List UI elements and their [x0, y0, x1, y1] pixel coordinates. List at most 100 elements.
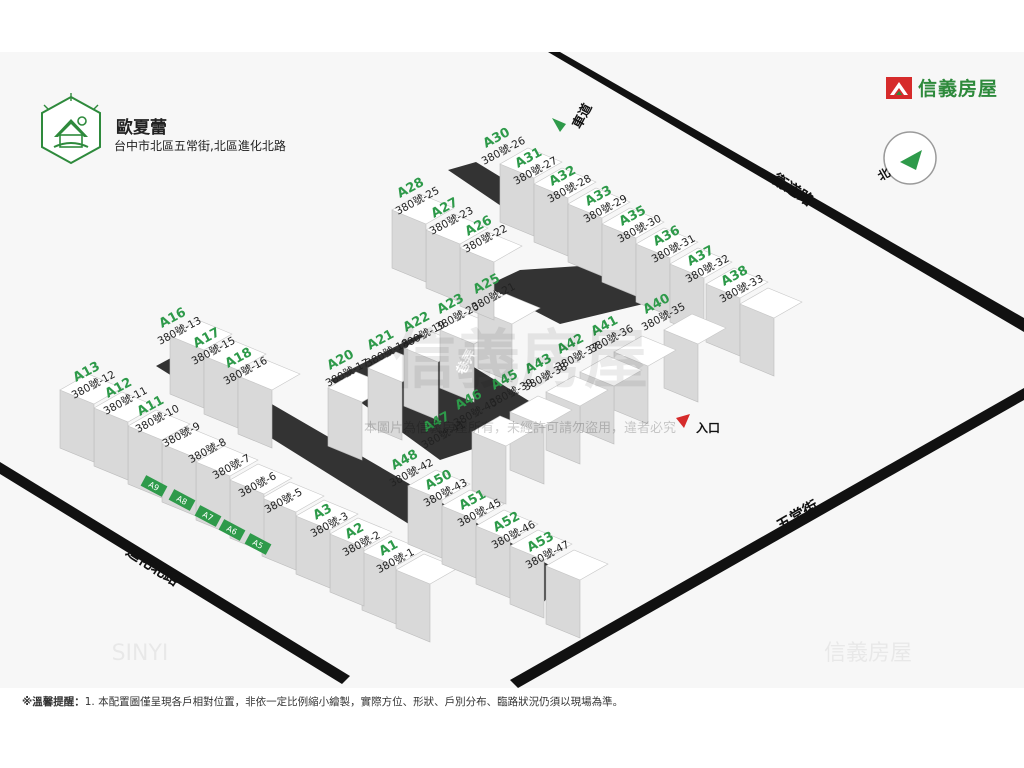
- block-top: [499, 147, 563, 179]
- unit-block: [533, 167, 597, 257]
- road-jinhua: [0, 462, 350, 684]
- block-top: [509, 529, 573, 561]
- unit-block: [635, 227, 699, 317]
- unit-tag-bg: [218, 519, 246, 541]
- unit-tag-label: A9: [147, 480, 161, 493]
- unit-tag: A9: [140, 475, 168, 497]
- block-top: [635, 227, 699, 259]
- unit-block: [295, 499, 359, 589]
- entrance-arrow-icon: [676, 414, 690, 428]
- block-top: [391, 193, 455, 225]
- block-top: [229, 463, 293, 495]
- block-top: [533, 167, 597, 199]
- unit-block: [391, 193, 455, 283]
- unit-block: [739, 287, 803, 377]
- block-top: [441, 489, 505, 521]
- block-top: [663, 313, 727, 345]
- block-top: [127, 409, 191, 441]
- unit-tag: A5: [244, 533, 272, 555]
- block-top: [295, 499, 359, 531]
- unit-block: [545, 549, 609, 639]
- unit-block: [237, 359, 301, 449]
- unit-block: [601, 207, 665, 297]
- block-top: [161, 427, 225, 459]
- block-top: [261, 481, 325, 513]
- block-top: [59, 373, 123, 405]
- block-top: [203, 339, 267, 371]
- block-top: [169, 319, 233, 351]
- block-top: [705, 267, 769, 299]
- unit-block: [499, 147, 563, 237]
- unit-tag-bg: [168, 489, 196, 511]
- block-top: [459, 231, 523, 263]
- unit-block: [459, 231, 523, 321]
- unit-tag: A8: [168, 489, 196, 511]
- unit-tag: A7: [194, 505, 222, 527]
- watermark-corner-bottom: 信義房屋: [824, 641, 912, 666]
- unit-block: [59, 373, 123, 463]
- unit-tag-bg: [244, 533, 272, 555]
- block-top: [601, 207, 665, 239]
- unit-block: [261, 481, 325, 571]
- footer-note-text: 1. 本配置圖僅呈現各戶相對位置，非依一定比例縮小繪製，實際方位、形狀、戶別分布…: [84, 696, 624, 708]
- block-top: [93, 391, 157, 423]
- block-top: [509, 395, 573, 427]
- unit-block: [395, 553, 459, 643]
- sinyi-house-icon: [885, 76, 912, 99]
- footer: ※溫馨提醒：1. 本配置圖僅呈現各戶相對位置，非依一定比例縮小繪製，實際方位、形…: [0, 688, 1024, 768]
- block-top: [407, 469, 471, 501]
- unit-block: [169, 319, 233, 409]
- unit-block: [203, 339, 267, 429]
- unit-tag-label: A7: [201, 510, 215, 523]
- unit-block: [329, 517, 393, 607]
- project-name: 歐夏蕾: [116, 118, 167, 138]
- north-arrow-icon: [900, 150, 922, 170]
- unit-tag: A6: [218, 519, 246, 541]
- block-top: [579, 355, 643, 387]
- block-top: [237, 359, 301, 391]
- block-top: [613, 335, 677, 367]
- watermark-notice: 本圖片為信義房屋所有，未經許可請勿盜用，違者必究: [364, 420, 676, 436]
- project-address: 台中市北區五常街,北區進化北路: [114, 139, 286, 153]
- block-top: [471, 415, 535, 447]
- community-badge-icon: [41, 93, 101, 165]
- unit-block: [509, 529, 573, 619]
- block-top: [195, 445, 259, 477]
- road-label: 進化北路: [123, 542, 184, 590]
- block-top: [669, 247, 733, 279]
- footer-note: ※溫馨提醒：1. 本配置圖僅呈現各戶相對位置，非依一定比例縮小繪製，實際方位、形…: [22, 694, 623, 709]
- road-label: 衛道路: [768, 169, 817, 210]
- unit-block: [471, 415, 535, 505]
- vehicle-arrow-icon: [552, 118, 566, 132]
- road-label: 五常街: [774, 497, 822, 535]
- watermark-corner: SINYI: [112, 641, 169, 666]
- block-top: [425, 213, 489, 245]
- block-top: [567, 187, 631, 219]
- blocks-layer: [59, 147, 803, 643]
- block-top: [329, 517, 393, 549]
- road-wuchang: [510, 388, 1024, 688]
- lane-label: 入口: [696, 421, 720, 435]
- unit-tag-bg: [140, 475, 168, 497]
- brand-logo: 信義房屋: [885, 74, 998, 101]
- unit-block: [663, 313, 727, 403]
- unit-block: [407, 469, 471, 559]
- unit-tag-label: A5: [251, 538, 265, 551]
- unit-block: [361, 535, 425, 625]
- top-margin: [0, 0, 1024, 52]
- unit-block: [441, 489, 505, 579]
- footer-note-label: ※溫馨提醒：: [22, 696, 85, 708]
- watermark-title: 信義房屋: [392, 324, 648, 398]
- block-top: [475, 509, 539, 541]
- unit-tag-label: A6: [225, 524, 239, 537]
- unit-block: [93, 391, 157, 481]
- block-top: [545, 375, 609, 407]
- block-top: [739, 287, 803, 319]
- brand-name: 信義房屋: [917, 78, 998, 100]
- block-top: [545, 549, 609, 581]
- lane-label: 車道: [569, 101, 595, 131]
